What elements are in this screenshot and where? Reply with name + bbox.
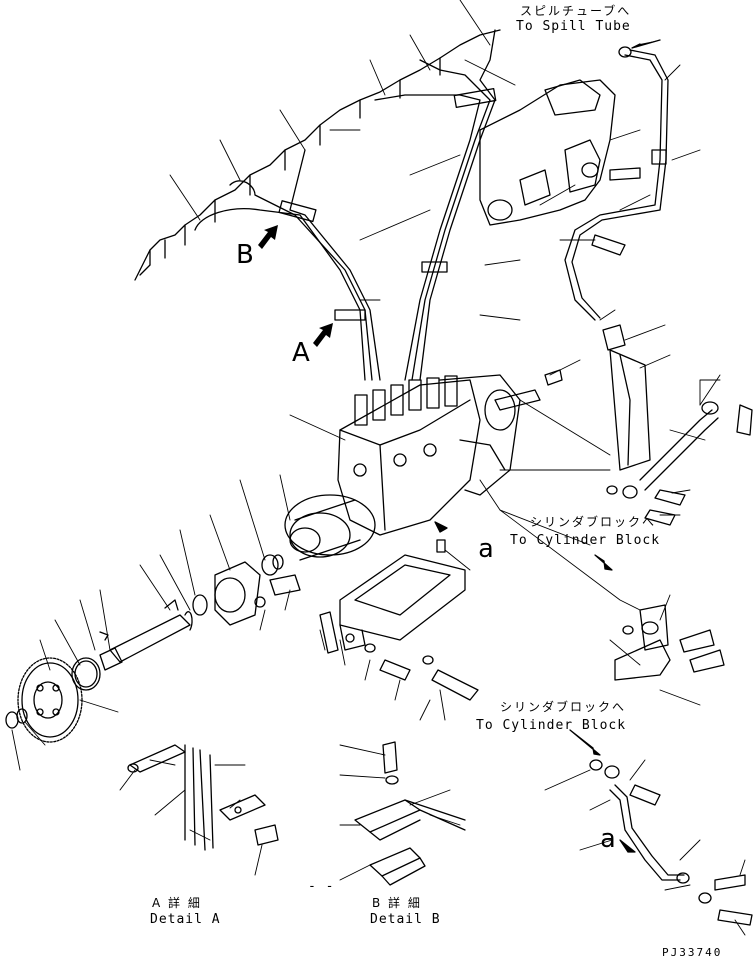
timer-flange xyxy=(284,494,376,561)
cylinder-block-1-label-en: To Cylinder Block xyxy=(510,533,661,548)
cylinder-block-2-label-en: To Cylinder Block xyxy=(476,718,627,733)
pointer-arrows xyxy=(434,39,661,853)
ref-a-pump-label: a xyxy=(478,534,494,564)
drawing-code: PJ33740 xyxy=(662,946,723,959)
view-b-label: B xyxy=(236,240,254,270)
cylinder-block-1-label-jp: シリンダブロックへ xyxy=(530,515,657,529)
view-a-arrow-icon xyxy=(313,323,333,347)
drive-gear xyxy=(5,657,83,743)
view-a-label: A xyxy=(292,338,310,368)
ref-a-pipe-label: a xyxy=(600,824,616,854)
detail-a-title-jp: A 詳 細 xyxy=(152,896,202,910)
drive-shaft-parts xyxy=(71,554,301,691)
bracket-bolts xyxy=(364,643,479,701)
spill-tube-label-jp: スピルチューブへ xyxy=(520,4,632,18)
detail-a-title-en: Detail A xyxy=(150,912,221,927)
engine-head-outline xyxy=(134,29,501,281)
detail-b-title-jp: B 詳 細 xyxy=(372,896,422,910)
injection-pipes xyxy=(194,29,497,381)
injection-pump xyxy=(337,374,521,536)
separator-dashes: - - xyxy=(308,879,335,894)
pump-bracket xyxy=(319,539,466,654)
leader-lines xyxy=(11,0,746,936)
cylinder-block-2-label-jp: シリンダブロックへ xyxy=(500,700,627,714)
rear-stay xyxy=(494,349,753,526)
side-bracket xyxy=(614,604,725,681)
spill-pipe xyxy=(564,46,669,351)
return-pipe xyxy=(589,759,753,926)
view-arrows xyxy=(258,225,333,347)
detail-b-parts xyxy=(354,741,466,886)
spill-tube-label-en: To Spill Tube xyxy=(516,19,631,34)
manifold xyxy=(479,79,616,226)
view-b-arrow-icon xyxy=(258,225,278,249)
detail-a-parts xyxy=(127,744,279,851)
detail-b-title-en: Detail B xyxy=(370,912,441,927)
